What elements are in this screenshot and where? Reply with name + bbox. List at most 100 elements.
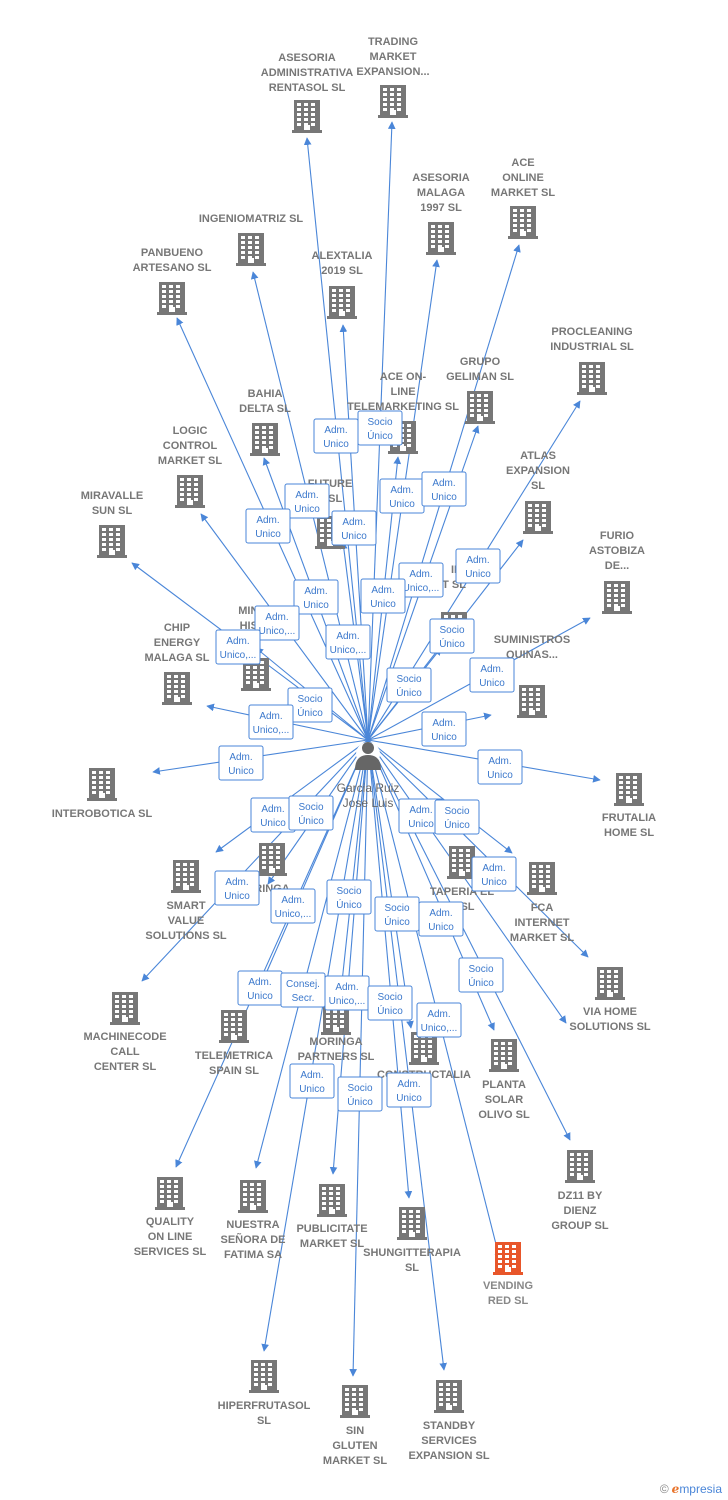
role-badge[interactable]: Adm.Unico [455, 548, 501, 584]
badge-label: Secr. [292, 993, 315, 1004]
role-badge[interactable]: Consej.Secr. [280, 972, 326, 1008]
role-badge[interactable]: Adm.Unico,... [324, 975, 370, 1011]
company-label: RENTASOL SL [269, 82, 346, 94]
company-label: SHUNGITTERAPIA [363, 1247, 461, 1259]
company-node[interactable]: INGENIOMATRIZ SL [199, 213, 304, 266]
badge-label: Único [336, 898, 362, 911]
building-icon [614, 773, 644, 806]
company-node[interactable]: SUMINISTROSQUINAS... [494, 634, 570, 718]
role-badge[interactable]: Adm.Unico [250, 797, 296, 833]
role-badge[interactable]: Adm.Unico,... [254, 605, 300, 641]
company-label: SOLUTIONS SL [145, 930, 227, 942]
role-badge[interactable]: Adm.Unico [331, 510, 377, 546]
role-badge[interactable]: Adm.Unico [471, 856, 517, 892]
role-badge[interactable]: Adm.Unico [421, 471, 467, 507]
role-badge[interactable]: Adm.Unico [379, 478, 425, 514]
role-badge[interactable]: Adm.Unico [418, 901, 464, 937]
company-label: FRUTALIA [602, 812, 656, 824]
company-node[interactable]: RINGA [254, 843, 290, 895]
role-badge[interactable]: Adm.Unico [469, 657, 515, 693]
edge-line [349, 739, 369, 1377]
role-badge[interactable]: Adm.Unico [421, 711, 467, 747]
role-badge[interactable]: Adm.Unico [245, 508, 291, 544]
role-badge[interactable]: Adm.Unico [293, 579, 339, 615]
role-badge[interactable]: Adm.Unico,... [215, 629, 261, 665]
badge-label: Unico [389, 499, 415, 510]
role-badge[interactable]: Adm.Unico [284, 483, 330, 519]
role-badge[interactable]: Adm.Unico [289, 1063, 335, 1099]
role-badge[interactable]: Adm.Unico,... [398, 562, 444, 598]
role-badge[interactable]: Adm.Unico [360, 578, 406, 614]
company-node[interactable]: FURIOASTOBIZADE... [589, 530, 645, 614]
copyright-icon: © [659, 1482, 669, 1496]
company-label: II [451, 564, 457, 576]
company-node[interactable]: TRADINGMARKETEXPANSION... [356, 36, 430, 118]
company-node[interactable]: INTEROBOTICA SL [52, 768, 153, 820]
badge-label: Adm. [342, 517, 365, 528]
company-label: MARKET SL [158, 455, 222, 467]
role-badge[interactable]: Adm.Unico [214, 870, 260, 906]
badge-label: Adm. [300, 1070, 323, 1081]
role-badge[interactable]: Adm.Unico,... [270, 888, 316, 924]
role-badge[interactable]: Adm.Unico [313, 418, 359, 454]
role-badge[interactable]: Adm.Unico,... [325, 624, 371, 660]
badge-label: Adm. [409, 569, 432, 580]
role-badge[interactable]: Adm.Unico,... [416, 1002, 462, 1038]
role-badge[interactable]: Adm.Unico [237, 970, 283, 1006]
badge-label: Adm. [409, 805, 432, 816]
building-icon [162, 672, 192, 705]
role-badge[interactable]: Adm.Unico,... [248, 704, 294, 740]
role-badge[interactable]: Adm.Unico [386, 1072, 432, 1108]
role-badge[interactable]: Adm.Unico [477, 749, 523, 785]
badge-label: Único [396, 686, 422, 699]
badge-label: Unico,... [275, 909, 312, 920]
company-label: VENDING [483, 1280, 533, 1292]
company-label: ASESORIA [278, 52, 336, 64]
role-badge[interactable]: Adm.Unico [218, 745, 264, 781]
footer-brand[interactable]: ©empresia [660, 1482, 722, 1496]
company-label: MALAGA [417, 187, 465, 199]
badge-label: Unico [370, 599, 396, 610]
